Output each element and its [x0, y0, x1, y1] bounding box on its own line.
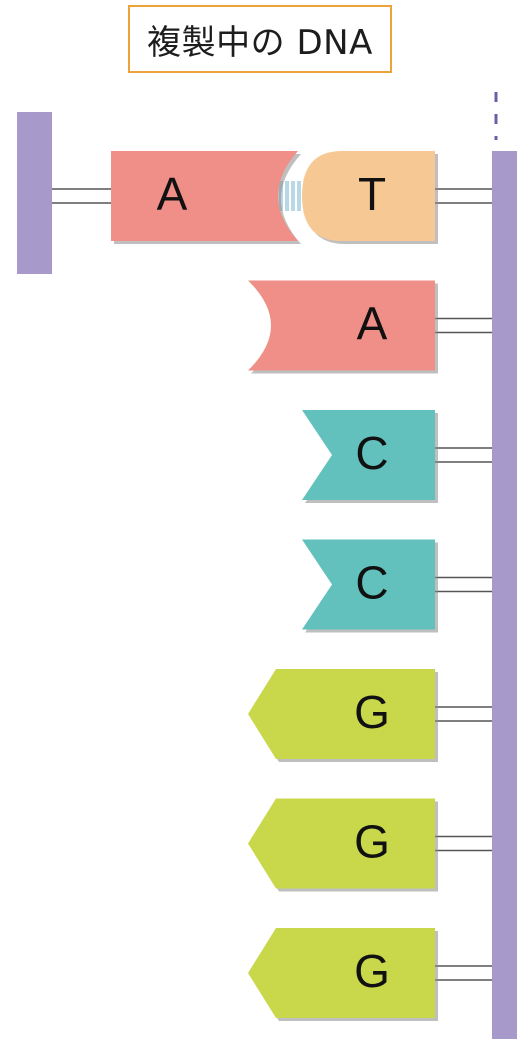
base-label: T: [358, 168, 386, 220]
nucleotide-guanine-7: G: [248, 928, 492, 1018]
base-label: C: [355, 427, 388, 479]
sugar-phosphate-bond: [435, 706, 492, 722]
base-shape-cytosine: [302, 539, 435, 630]
base-label: A: [357, 298, 388, 350]
nucleotide-adenine-2: A: [248, 280, 492, 371]
right-backbone: [492, 151, 517, 1039]
template-nucleotide-adenine: A: [52, 151, 298, 241]
nucleotide-guanine-6: G: [248, 798, 492, 889]
nucleotide-cytosine-4: C: [302, 539, 492, 630]
base-shape-guanine: [248, 928, 435, 1018]
sugar-phosphate-bond: [435, 447, 492, 463]
nucleotide-guanine-5: G: [248, 669, 492, 759]
diagram-title: 複製中の DNA: [128, 5, 392, 73]
base-label: G: [354, 945, 390, 997]
sugar-phosphate-bond: [435, 835, 492, 852]
base-shape-adenine: [248, 280, 435, 371]
base-label: C: [355, 557, 388, 609]
left-backbone: [17, 112, 52, 274]
sugar-phosphate-bond: [435, 965, 492, 981]
sugar-phosphate-bond: [435, 317, 492, 334]
template-base-label: A: [157, 168, 188, 220]
template-base-shape-adenine: [111, 151, 298, 241]
sugar-phosphate-bond: [435, 576, 492, 593]
nucleotide-thymine-1: T: [302, 151, 492, 241]
base-shape-guanine: [248, 798, 435, 889]
nucleotide-cytosine-3: C: [302, 410, 492, 500]
base-label: G: [354, 816, 390, 868]
base-shape-thymine: [302, 151, 435, 241]
diagram-title-text: 複製中の DNA: [147, 22, 373, 63]
template-sugar-phosphate-bond: [52, 188, 111, 204]
sugar-phosphate-bond: [435, 188, 492, 204]
base-label: G: [354, 686, 390, 738]
hydrogen-bond-stripes: [279, 181, 301, 211]
nucleotide-layer: T A C C G G G A: [52, 151, 492, 1018]
base-shape-cytosine: [302, 410, 435, 500]
base-shape-guanine: [248, 669, 435, 759]
